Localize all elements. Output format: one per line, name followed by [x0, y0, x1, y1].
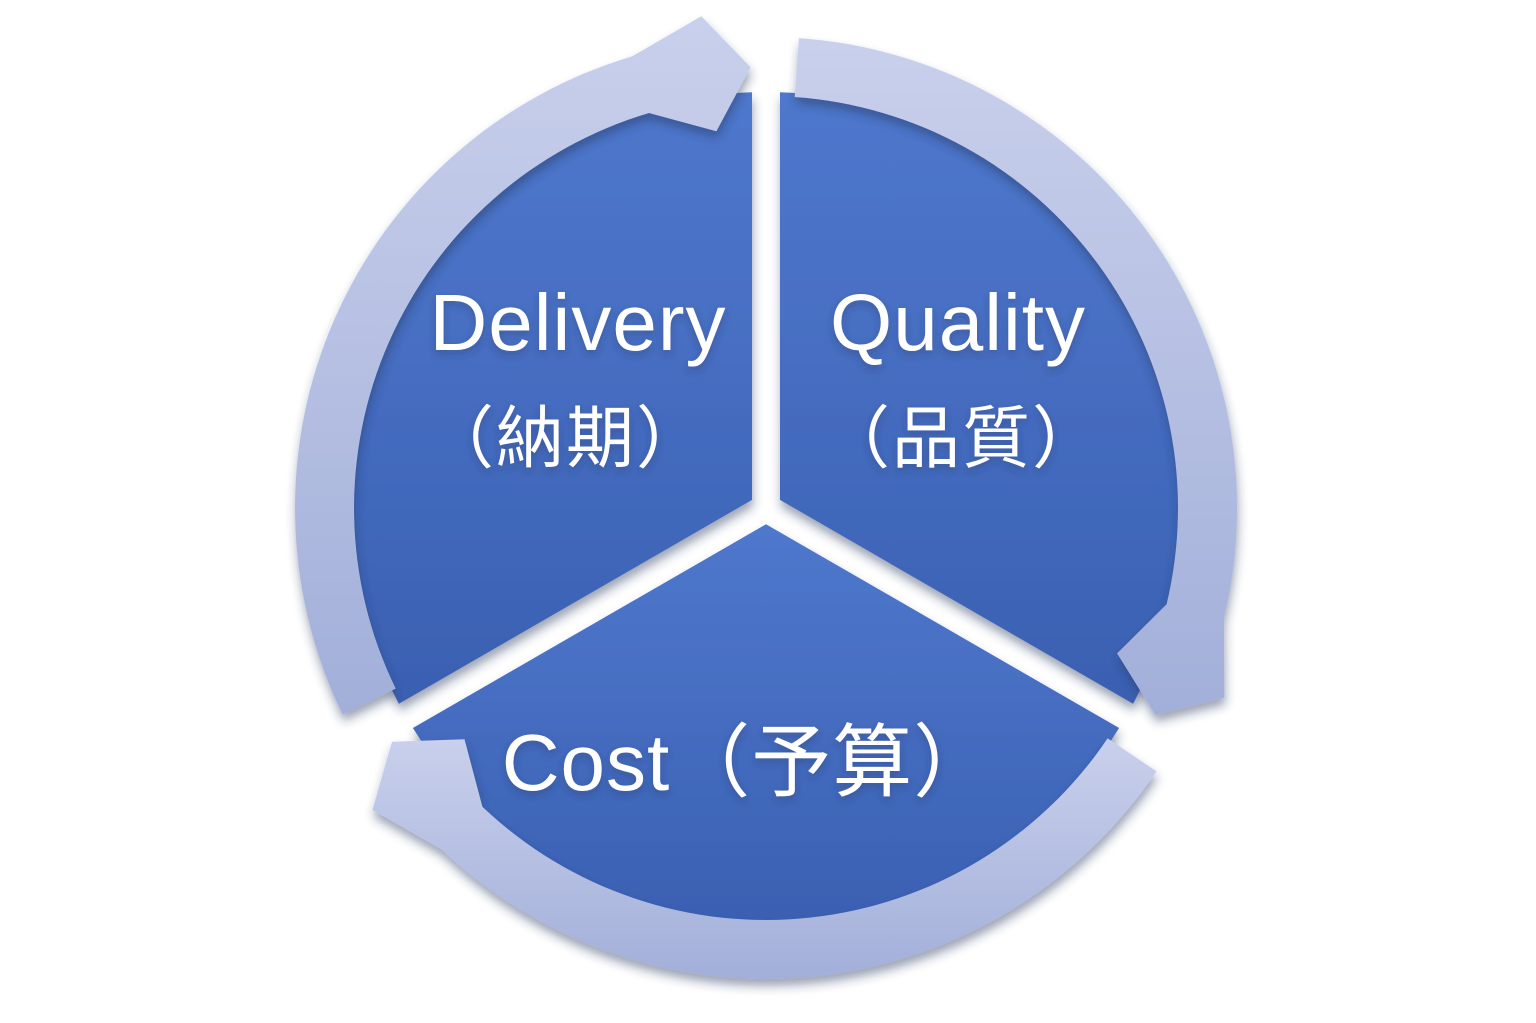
segments-layer	[349, 92, 1183, 925]
delivery-subtitle-label: （納期）	[426, 401, 706, 477]
arrows-layer	[295, 16, 1238, 979]
segment-delivery	[349, 92, 752, 704]
cost-title-label: Cost（予算）	[502, 718, 995, 807]
segment-cost	[412, 524, 1120, 925]
delivery-title-label: Delivery	[430, 278, 727, 367]
labels-layer: Delivery （納期） Quality （品質） Cost（予算）	[426, 278, 1102, 807]
segment-quality	[780, 92, 1183, 704]
arrow-cost-to-delivery	[372, 738, 1157, 979]
arrow-quality-to-cost	[794, 38, 1238, 716]
arrow-delivery-to-quality	[295, 16, 751, 715]
quality-title-label: Quality	[830, 278, 1086, 367]
quality-subtitle-label: （品質）	[822, 401, 1102, 477]
